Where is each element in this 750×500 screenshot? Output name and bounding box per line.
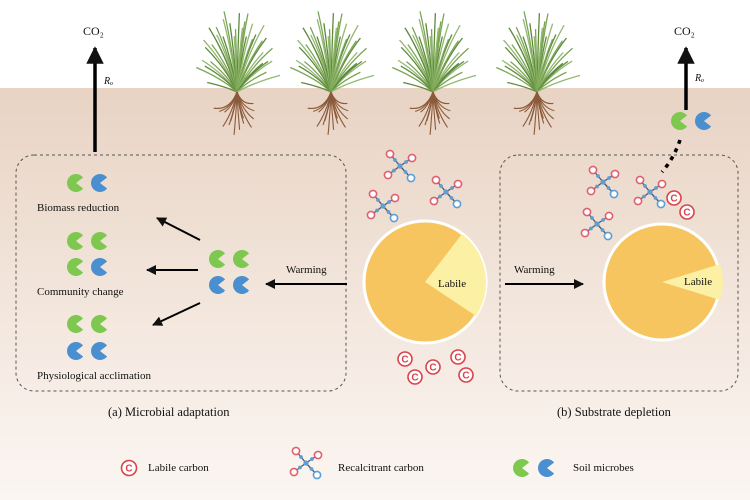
grass-plant-1 [196, 11, 281, 135]
recalcitrant-carbon-1 [383, 149, 417, 183]
panel-microbial-adaptation [15, 154, 347, 392]
microbes-acclimation-1-b [91, 314, 108, 334]
svg-text:C: C [429, 363, 436, 374]
labile-label-right: Labile [684, 276, 713, 288]
labile-carbon-7: C [679, 204, 695, 220]
labile-carbon-1: C [397, 351, 413, 367]
ro-label-right: Rₒ [695, 73, 704, 84]
above-ground-area [0, 0, 750, 88]
labile-carbon-3: C [450, 349, 466, 365]
recalcitrant-carbon-4 [586, 165, 620, 199]
labile-carbon-6: C [666, 190, 682, 206]
microbes-escaping-b [694, 112, 712, 131]
arrow-to-physiological-acclimation [152, 302, 201, 326]
recalcitrant-carbon-6 [580, 207, 614, 241]
svg-text:C: C [411, 373, 418, 384]
labile-carbon-4: C [407, 369, 423, 385]
svg-text:C: C [401, 355, 408, 366]
panel-substrate-depletion [499, 154, 739, 392]
microbes-acclimation-1-a [67, 314, 84, 334]
grass-plant-4 [496, 11, 581, 135]
microbes-biomass-b [91, 174, 108, 193]
microbes-acclimation-2-a [67, 342, 84, 361]
arrow-to-biomass-reduction [156, 217, 201, 241]
caption-microbial-adaptation: (a) Microbial adaptation [108, 405, 230, 419]
microbes-community-1-a [67, 232, 84, 250]
recalcitrant-carbon-2 [429, 175, 463, 209]
community-change-label: Community change [37, 286, 124, 298]
grass-plant-3 [392, 11, 477, 135]
microbes-center-2-a [209, 276, 226, 294]
microbes-center-2-b [233, 276, 250, 294]
labile-label-left: Labile [438, 278, 467, 290]
microbes-community-2-a [67, 258, 84, 276]
caption-substrate-depletion: (b) Substrate depletion [557, 405, 671, 419]
physiological-acclimation-label: Physiological acclimation [37, 370, 151, 382]
legend-recalcitrant-carbon-label: Recalcitrant carbon [338, 462, 424, 474]
biomass-reduction-label: Biomass reduction [37, 202, 120, 214]
labile-carbon-2: C [425, 359, 441, 375]
microbes-biomass-a [67, 174, 84, 193]
microbes-community-2-b [91, 258, 108, 276]
svg-text:C: C [462, 371, 469, 382]
co2-label-right: CO₂ [674, 24, 695, 38]
microbes-escaping-a [671, 112, 688, 131]
warming-label-left: Warming [286, 264, 327, 276]
microbes-community-1-b [91, 232, 108, 250]
microbe-migration-dotted-line [660, 139, 682, 174]
carbon-pool-right [602, 222, 723, 342]
warming-label-right: Warming [514, 264, 555, 276]
recalcitrant-carbon-5 [633, 175, 667, 209]
carbon-pool-left [362, 219, 488, 345]
legend-labile-carbon-label: Labile carbon [148, 462, 209, 474]
recalcitrant-carbon-3 [366, 189, 400, 223]
grass-plant-2 [290, 11, 375, 135]
legend-soil-microbes-label: Soil microbes [573, 462, 634, 474]
svg-text:C: C [670, 194, 677, 205]
labile-carbon-5: C [458, 367, 474, 383]
microbes-center-1-b [232, 250, 250, 268]
svg-text:C: C [683, 208, 690, 219]
microbes-center-1-a [208, 250, 226, 268]
ro-label-left: Rₒ [104, 76, 113, 87]
svg-text:C: C [454, 353, 461, 364]
microbes-acclimation-2-b [91, 342, 108, 361]
co2-label-left: CO₂ [83, 24, 104, 38]
